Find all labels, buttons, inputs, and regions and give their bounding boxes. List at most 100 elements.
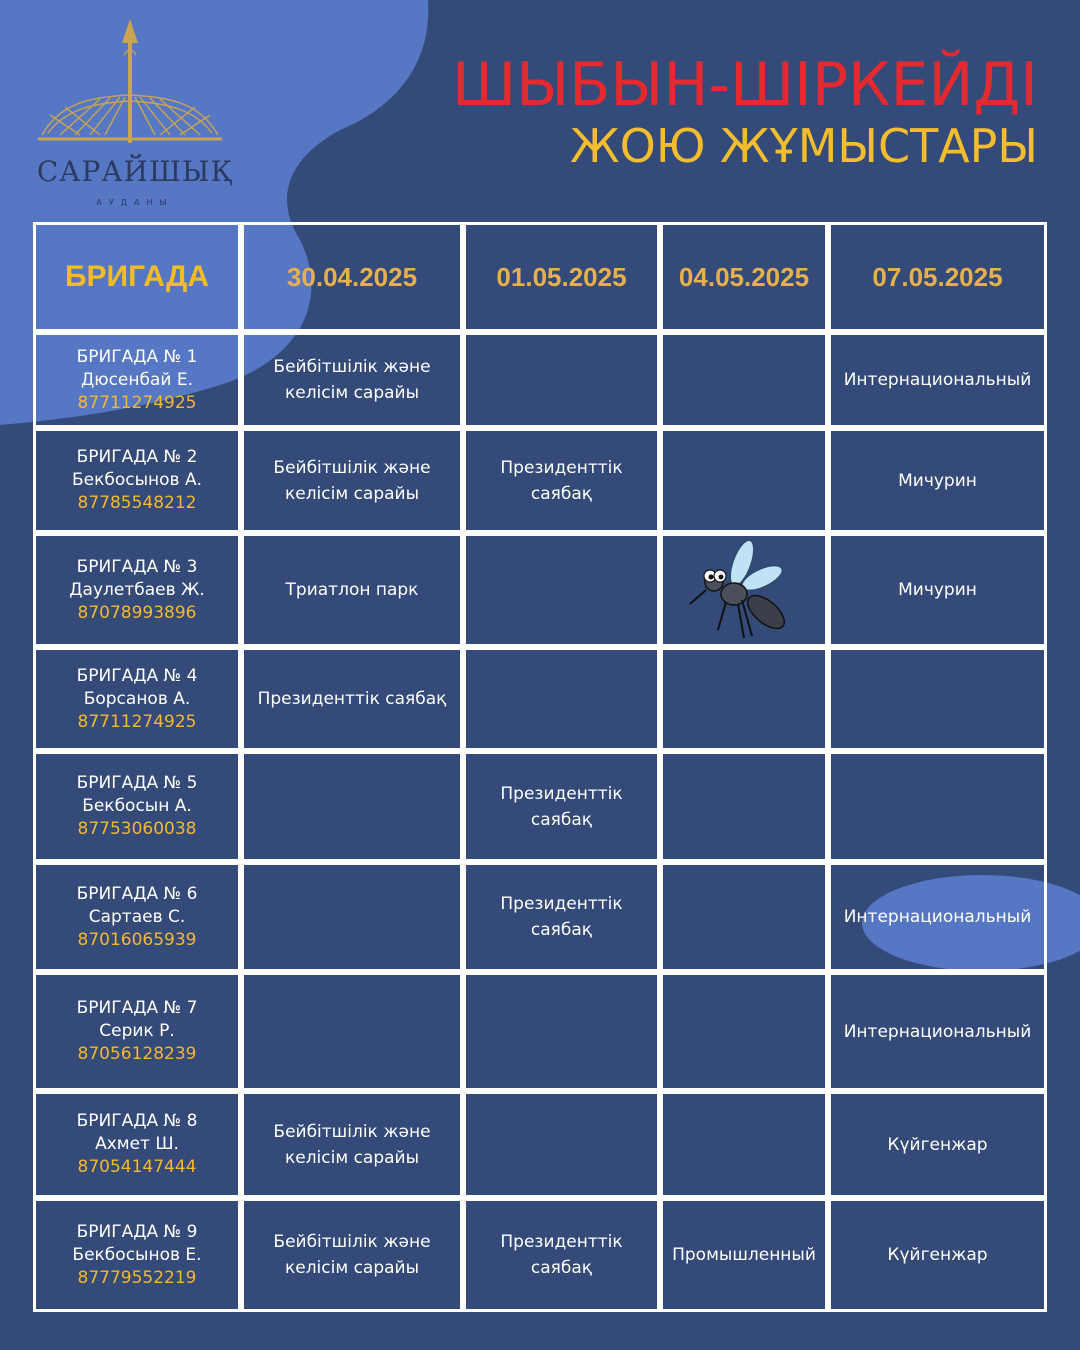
brigade-phone: 87054147444 [77,1157,197,1177]
location-cell: Триатлон парк [241,533,463,647]
brigade-cell: БРИГАДА № 5 Бекбосын А. 87753060038 [33,751,241,862]
location-cell [828,751,1047,862]
page-title: ШЫБЫН-ШІРКЕЙДІ [452,50,1038,120]
brigade-number: БРИГАДА № 6 [76,883,198,904]
location-cell: Бейбітшілік және келісім сарайы [241,428,463,533]
location-text: Интернациональный [843,1021,1032,1042]
brigade-number: БРИГАДА № 5 [76,773,198,793]
brigade-phone: 87711274925 [77,711,197,732]
location-text: Күйгенжар [887,1245,988,1265]
brigade-number: БРИГАДА № 2 [76,447,198,467]
location-text: Бейбітшілік және келісім сарайы [273,457,431,504]
location-cell: Президенттік саябақ [463,1198,660,1312]
location-cell: Президенттік саябақ [241,647,463,751]
brigade-phone: 87078993896 [77,602,197,623]
location-text: Бейбітшілік және келісім сарайы [273,357,431,403]
location-cell: Президенттік саябақ [463,751,660,862]
location-cell: Күйгенжар [828,1091,1047,1198]
header-label: 07.05.2025 [872,261,1003,292]
monument-icon [38,19,222,143]
header-cell: 04.05.2025 [660,222,828,332]
location-cell [463,647,660,751]
brigade-leader: Бекбосынов Е. [72,1244,202,1265]
header-cell: 01.05.2025 [463,222,660,332]
header-label: 30.04.2025 [286,261,418,292]
location-cell: Күйгенжар [828,1198,1047,1312]
location-cell: Мичурин [828,428,1047,533]
brigade-cell: БРИГАДА № 2 Бекбосынов А. 87785548212 [33,428,241,533]
location-cell: Интернациональный [828,332,1047,428]
location-cell [660,647,828,751]
location-text: Промышленный [672,1245,816,1265]
header-label: 01.05.2025 [496,261,627,292]
location-text: Президенттік саябақ [500,457,623,504]
location-cell [660,972,828,1091]
brigade-leader: Серик Р. [99,1021,175,1041]
brigade-cell: БРИГАДА № 7 Серик Р. 87056128239 [33,972,241,1091]
location-text: Мичурин [898,580,977,600]
header-cell: 07.05.2025 [828,222,1047,332]
brigade-leader: Ахмет Ш. [95,1134,179,1154]
location-text: Мичурин [898,470,977,491]
location-text: Президенттік саябақ [500,783,623,830]
location-cell [828,647,1047,751]
page-subtitle: ЖОЮ ЖҰМЫСТАРЫ [570,119,1038,173]
background-blob [0,0,429,425]
brigade-phone: 87056128239 [77,1044,197,1064]
location-text: Интернациональный [843,370,1032,390]
brigade-leader: Борсанов А. [83,688,191,709]
brigade-phone: 87711274925 [77,392,197,413]
header-label: БРИГАДА [64,260,210,293]
brigade-number: БРИГАДА № 1 [76,346,198,367]
mosquito-icon [689,539,786,639]
location-cell: Промышленный [660,1198,828,1312]
location-cell [463,533,660,647]
header-cell: БРИГАДА [33,222,241,332]
location-cell [463,972,660,1091]
location-cell [241,751,463,862]
location-text: Бейбітшілік және келісім сарайы [273,1232,431,1278]
location-text: Президенттік саябақ [500,1232,623,1278]
location-text: Президенттік саябақ [257,689,447,709]
brigade-leader: Бекбосынов А. [71,470,202,490]
location-cell [463,332,660,428]
location-cell [463,1091,660,1198]
location-cell [660,862,828,972]
logo: САРАЙШЫҚ АУДАНЫ [30,15,240,207]
logo-name: САРАЙШЫҚ [36,155,234,188]
location-text: Бейбітшілік және келісім сарайы [273,1121,431,1168]
brigade-leader: Бекбосын А. [82,796,192,816]
brigade-leader: Дюсенбай Е. [80,369,193,390]
location-cell [660,533,828,647]
brigade-number: БРИГАДА № 9 [76,1221,198,1242]
location-cell: Бейбітшілік және келісім сарайы [241,1091,463,1198]
brigade-phone: 87785548212 [77,493,197,513]
brigade-leader: Сартаев С. [88,906,186,927]
brigade-number: БРИГАДА № 3 [76,556,198,577]
logo-subtitle: АУДАНЫ [96,198,174,207]
brigade-cell: БРИГАДА № 8 Ахмет Ш. 87054147444 [33,1091,241,1198]
brigade-number: БРИГАДА № 8 [76,1111,198,1131]
brigade-phone: 87753060038 [77,819,197,839]
header-cell: 30.04.2025 [241,222,463,332]
location-text: Президенттік саябақ [500,894,623,940]
location-cell [660,332,828,428]
location-text: Триатлон парк [285,580,419,600]
location-cell [241,862,463,972]
location-cell: Интернациональный [828,862,1047,972]
location-cell [660,428,828,533]
brigade-number: БРИГАДА № 7 [76,998,198,1018]
brigade-phone: 87016065939 [77,929,197,950]
location-text: Күйгенжар [887,1134,988,1155]
location-cell: Мичурин [828,533,1047,647]
location-cell: Бейбітшілік және келісім сарайы [241,1198,463,1312]
location-cell: Президенттік саябақ [463,428,660,533]
brigade-phone: 87779552219 [77,1267,197,1288]
location-cell: Бейбітшілік және келісім сарайы [241,332,463,428]
location-cell [241,972,463,1091]
